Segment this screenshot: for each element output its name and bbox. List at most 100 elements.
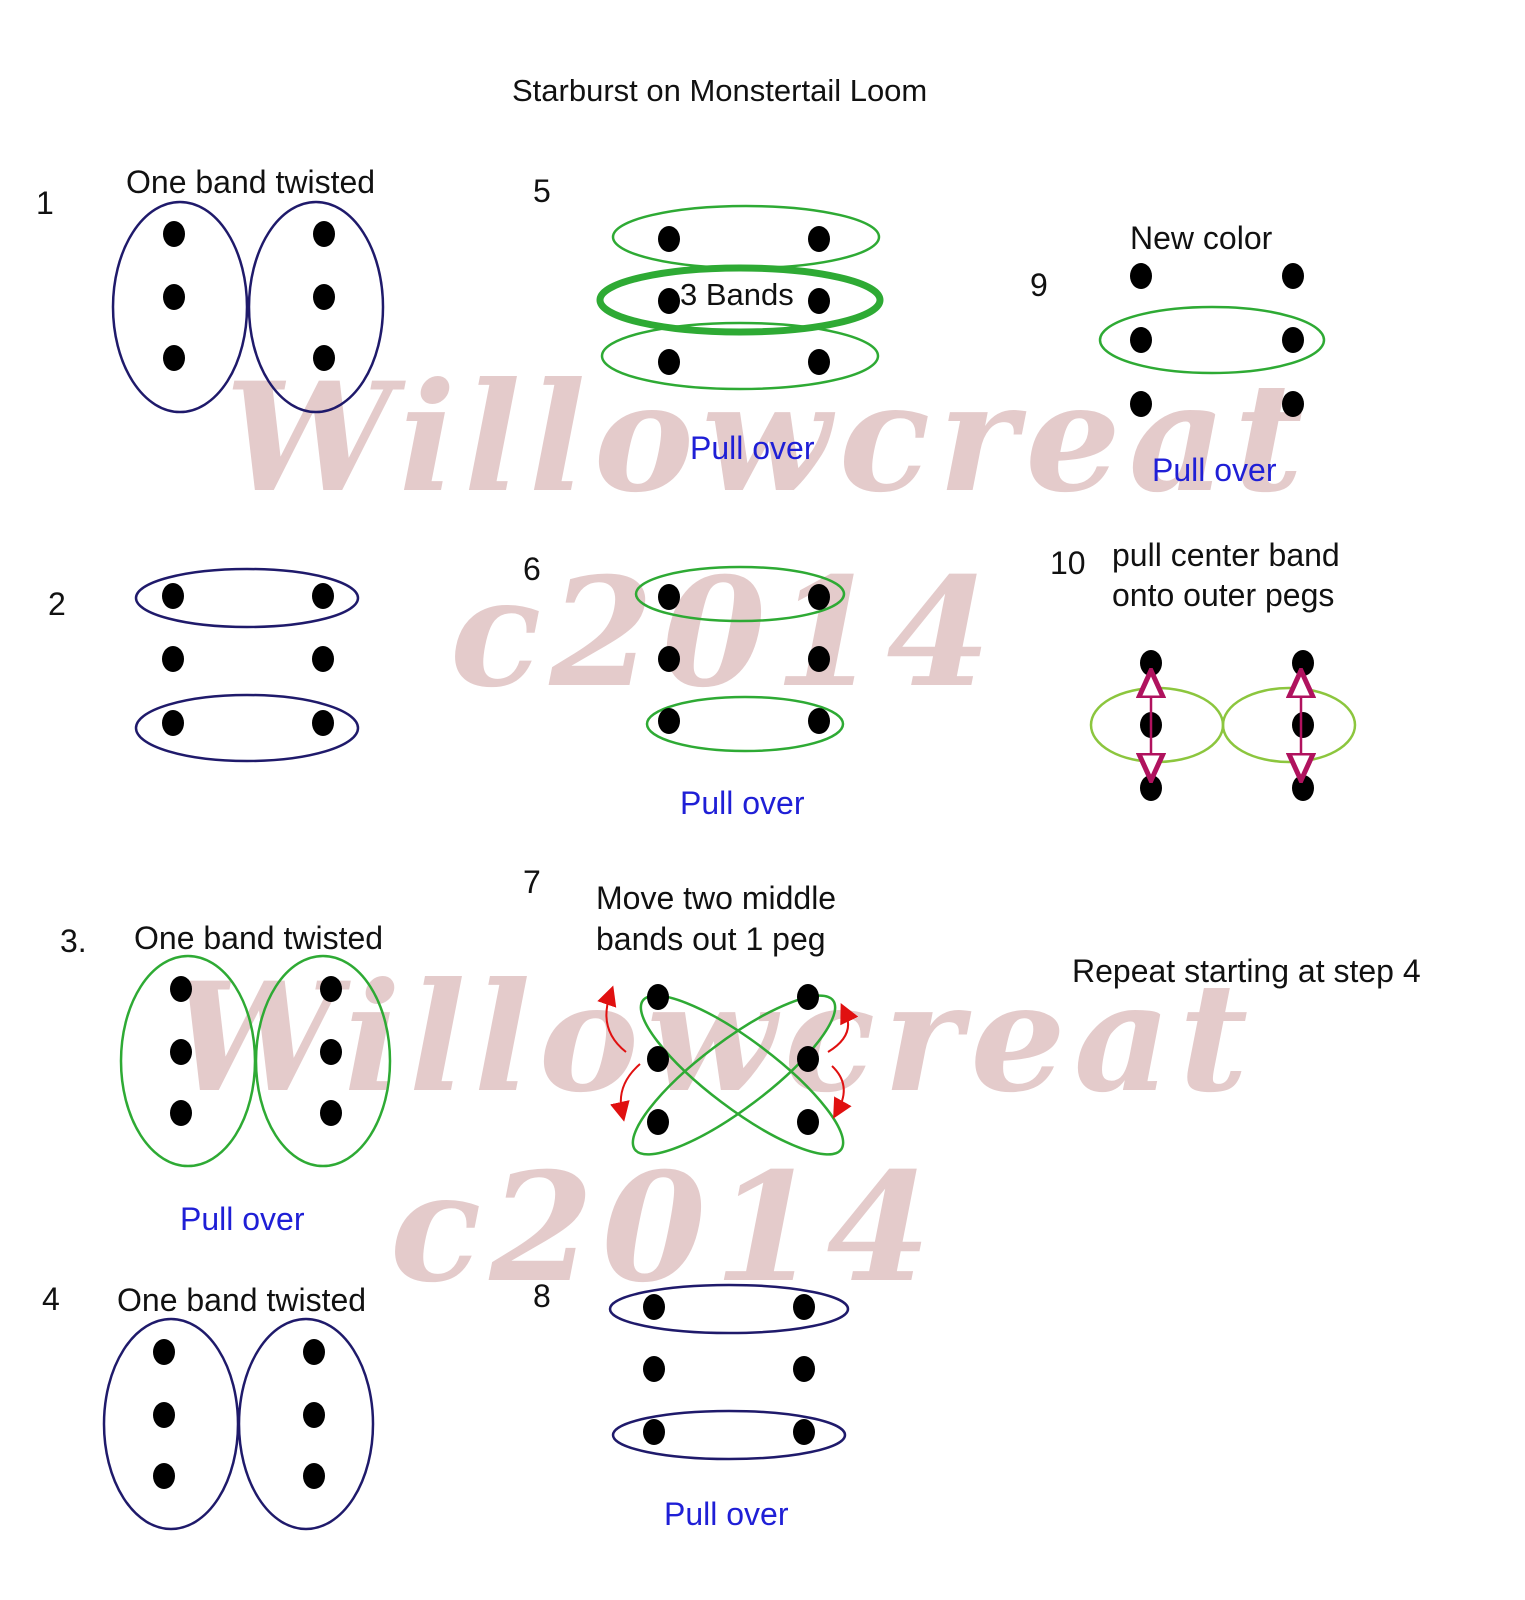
peg [797,1046,819,1072]
peg [643,1419,665,1445]
peg [658,584,680,610]
peg [1130,263,1152,289]
step-3-number: 3. [60,923,87,959]
peg [153,1339,175,1365]
step-7-number: 7 [523,864,541,900]
peg [320,1100,342,1126]
peg [1282,391,1304,417]
peg [313,221,335,247]
step-10-band-right [1221,686,1357,764]
step-1-diagram [111,200,385,414]
peg [1140,775,1162,801]
watermark-year-top: c2014 [450,545,999,721]
peg [162,646,184,672]
step-4-number: 4 [42,1281,60,1317]
peg [793,1294,815,1320]
peg [170,1100,192,1126]
peg [658,646,680,672]
step-4-band-right [237,1317,375,1531]
step-4-label: One band twisted [117,1282,367,1318]
step-3-diagram [119,954,392,1168]
move-arrow-right-down [831,1065,852,1119]
peg [170,1039,192,1065]
watermark-year-bottom: c2014 [390,1140,939,1316]
step-6-band-bottom [645,695,845,753]
step-6-number: 6 [523,551,541,587]
peg [163,221,185,247]
step-8-number: 8 [533,1278,551,1314]
step-6-pull-over: Pull over [680,785,805,821]
peg [658,226,680,252]
peg [647,1046,669,1072]
peg [162,710,184,736]
peg [312,646,334,672]
peg [313,345,335,371]
step-9-diagram [1098,263,1326,417]
peg [808,584,830,610]
step-10-diagram [1089,650,1357,801]
step-3-pull-over: Pull over [180,1201,305,1237]
step-2-diagram [134,567,360,763]
step-2-number: 2 [48,586,66,622]
peg [808,288,830,314]
step-8-band-top [608,1283,850,1335]
peg [170,976,192,1002]
step-1-label: One band twisted [126,164,376,200]
step-7-label-line1: Move two middle [596,880,837,916]
peg [303,1339,325,1365]
watermark-text-bottom: Willowcreat [170,950,1257,1126]
step-5-label: 3 Bands [680,277,794,312]
peg [1292,775,1314,801]
move-arrow-left-up [597,985,627,1053]
step-9-label: New color [1130,220,1273,256]
step-6-band-top [634,565,846,623]
step-3-label: One band twisted [134,920,384,956]
step-7-label-line2: bands out 1 peg [596,921,826,957]
peg [312,583,334,609]
step-9-band-middle [1098,305,1326,375]
peg [808,226,830,252]
step-7-diagram [597,984,859,1156]
step-6-diagram [634,565,846,753]
step-10-number: 10 [1050,545,1086,581]
step-10-label-line2: onto outer pegs [1112,577,1335,613]
peg [163,345,185,371]
peg [1282,327,1304,353]
step-8-pull-over: Pull over [664,1496,789,1532]
peg [320,1039,342,1065]
peg [793,1419,815,1445]
step-9-pull-over: Pull over [1152,452,1277,488]
step-5-band-bottom [600,321,880,391]
move-arrow-right-up [827,1002,859,1053]
peg [303,1402,325,1428]
peg [643,1294,665,1320]
step-2-band-top [134,567,360,629]
step-5-number: 5 [533,173,551,209]
peg [303,1463,325,1489]
peg [153,1402,175,1428]
step-9-number: 9 [1030,267,1048,303]
peg [1282,263,1304,289]
peg [313,284,335,310]
page-title: Starburst on Monstertail Loom [512,73,928,108]
step-7-band-diagonal-b [639,994,845,1156]
peg [808,708,830,734]
peg [647,984,669,1010]
peg [153,1463,175,1489]
peg [1140,650,1162,676]
peg [163,284,185,310]
peg [658,349,680,375]
step-7-band-diagonal-a [631,994,837,1156]
move-arrow-left-down [610,1063,641,1122]
peg [643,1356,665,1382]
peg [793,1356,815,1382]
peg [658,708,680,734]
step-8-band-bottom [611,1409,847,1461]
peg [658,288,680,314]
peg [1292,650,1314,676]
step-1-band-left [111,200,249,414]
peg [320,976,342,1002]
peg [647,1109,669,1135]
